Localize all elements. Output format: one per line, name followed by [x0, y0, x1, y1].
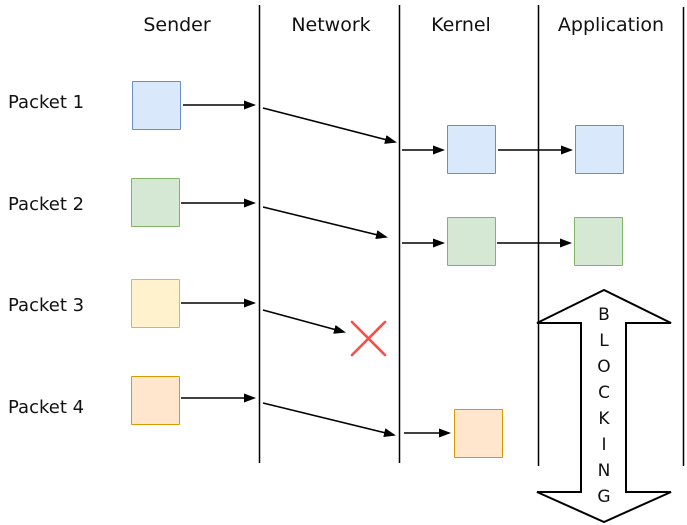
packet1-network-transit-arrow: [262, 107, 397, 144]
column-header-kernel: Kernel: [431, 14, 491, 36]
blocking-letter: N: [597, 461, 611, 481]
row-label-packet-4: Packet 4: [8, 397, 85, 418]
blocking-letter: O: [597, 357, 611, 377]
blocking-letter: B: [598, 305, 610, 325]
column-header-network: Network: [291, 14, 371, 36]
packet2-application-box: [574, 217, 623, 266]
blocking-letter: C: [598, 383, 610, 403]
packet1-kernel-box: [447, 125, 496, 174]
column-header-sender: Sender: [143, 14, 211, 36]
packet2-kernel-box: [447, 217, 496, 266]
blocking-letter: K: [598, 409, 610, 429]
blocking-double-arrow-icon: [536, 288, 672, 524]
column-header-application: Application: [557, 14, 665, 36]
packet3-drop-x-icon: [350, 320, 387, 357]
packet4-network-transit-arrow: [262, 402, 396, 437]
packet3-network-transit-arrow: [262, 309, 346, 334]
row-label-packet-2: Packet 2: [8, 194, 85, 215]
packet4-sender-box: [131, 376, 180, 425]
packet1-application-box: [575, 125, 624, 174]
blocking-letter: I: [601, 435, 607, 455]
row-label-packet-3: Packet 3: [8, 295, 85, 316]
packet4-kernel-box: [454, 409, 503, 458]
packet1-sender-box: [132, 81, 181, 130]
packet2-network-transit-arrow: [262, 206, 388, 240]
row-label-packet-1: Packet 1: [8, 92, 85, 113]
packet2-sender-box: [131, 178, 180, 227]
blocking-letter: L: [599, 331, 609, 351]
blocking-letter: G: [597, 487, 611, 507]
packet3-sender-box: [131, 279, 180, 328]
